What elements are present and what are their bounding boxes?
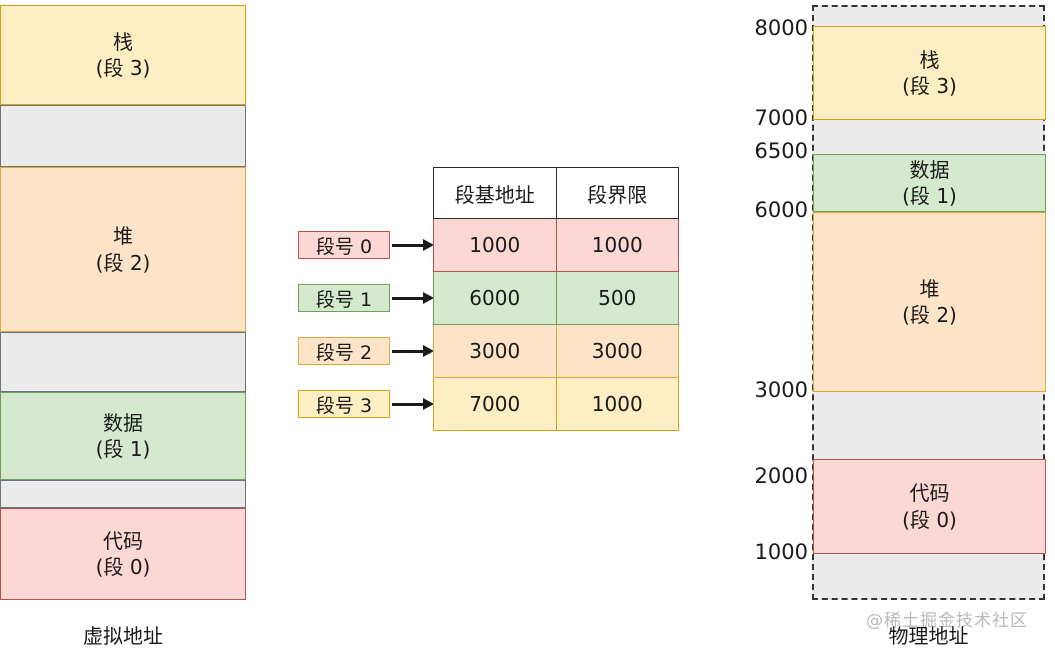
virtual-block-free-3: [0, 480, 246, 508]
virtual-block-stack-sub: (段 3): [95, 56, 151, 80]
physical-tick-8000: 8000: [754, 16, 808, 40]
arrow-segment-3: [392, 398, 434, 410]
segment-number-chip-2[interactable]: 段号 2: [298, 337, 390, 365]
virtual-block-code: 代码 (段 0): [0, 508, 246, 600]
segment-table-header-row: 段基地址 段界限: [433, 167, 679, 219]
physical-block-heap-sub: (段 2): [902, 303, 957, 327]
virtual-block-data: 数据 (段 1): [0, 392, 246, 480]
arrow-segment-0: [392, 239, 434, 251]
physical-block-heap: 堆 (段 2): [813, 212, 1046, 392]
physical-block-data-sub: (段 1): [902, 184, 957, 208]
physical-address-column: 栈 (段 3) 数据 (段 1) 堆 (段 2) 代码 (段 0): [812, 5, 1046, 600]
physical-block-stack-sub: (段 3): [902, 74, 957, 98]
table-row[interactable]: 7000 1000: [433, 377, 679, 431]
table-row[interactable]: 3000 3000: [433, 324, 679, 378]
arrow-segment-1: [392, 292, 434, 304]
segment-table-header-base: 段基地址: [433, 167, 557, 219]
segment-3-limit: 1000: [555, 377, 679, 431]
segment-number-chip-1[interactable]: 段号 1: [298, 284, 390, 312]
table-row[interactable]: 1000 1000: [433, 218, 679, 272]
segment-number-chip-3[interactable]: 段号 3: [298, 390, 390, 418]
physical-block-heap-name: 堆: [919, 276, 940, 301]
virtual-block-code-sub: (段 0): [95, 555, 151, 579]
physical-tick-7000: 7000: [754, 106, 808, 130]
segment-0-base: 1000: [433, 218, 557, 272]
virtual-block-heap-sub: (段 2): [95, 250, 151, 275]
physical-address-caption: 物理地址: [888, 624, 969, 648]
arrow-segment-2: [392, 345, 434, 357]
virtual-block-heap: 堆 (段 2): [0, 167, 246, 332]
physical-tick-2000: 2000: [754, 464, 808, 488]
physical-tick-3000: 3000: [754, 378, 808, 402]
virtual-block-free-1: [0, 105, 246, 167]
segment-number-chip-0[interactable]: 段号 0: [298, 231, 390, 259]
physical-block-stack: 栈 (段 3): [813, 26, 1046, 120]
physical-block-data-name: 数据: [909, 157, 950, 182]
segment-table: 段基地址 段界限 1000 1000 6000 500 3000 3000 70…: [433, 167, 679, 431]
physical-block-stack-name: 栈: [919, 47, 940, 72]
virtual-address-column: 栈 (段 3) 堆 (段 2) 数据 (段 1) 代码 (段 0): [0, 0, 246, 601]
physical-tick-1000: 1000: [754, 540, 808, 564]
segment-table-header-limit: 段界限: [555, 167, 679, 219]
virtual-block-data-name: 数据: [103, 410, 143, 435]
virtual-block-heap-name: 堆: [113, 224, 133, 249]
virtual-block-code-name: 代码: [103, 528, 143, 553]
table-row[interactable]: 6000 500: [433, 271, 679, 325]
segment-3-base: 7000: [433, 377, 557, 431]
physical-block-data: 数据 (段 1): [813, 154, 1046, 212]
segment-0-limit: 1000: [555, 218, 679, 272]
segment-1-limit: 500: [555, 271, 679, 325]
virtual-block-stack: 栈 (段 3): [0, 5, 246, 105]
watermark: @稀土掘金技术社区: [866, 611, 1028, 631]
physical-block-code-sub: (段 0): [902, 507, 957, 532]
physical-tick-6000: 6000: [754, 198, 808, 222]
physical-tick-6500: 6500: [754, 139, 808, 163]
segment-2-base: 3000: [433, 324, 557, 378]
physical-block-code: 代码 (段 0): [813, 459, 1046, 554]
physical-block-code-name: 代码: [909, 481, 950, 506]
virtual-block-free-2: [0, 332, 246, 392]
segment-1-base: 6000: [433, 271, 557, 325]
segment-2-limit: 3000: [555, 324, 679, 378]
virtual-block-data-sub: (段 1): [95, 437, 151, 461]
virtual-block-stack-name: 栈: [113, 29, 133, 54]
virtual-address-caption: 虚拟地址: [83, 624, 163, 648]
